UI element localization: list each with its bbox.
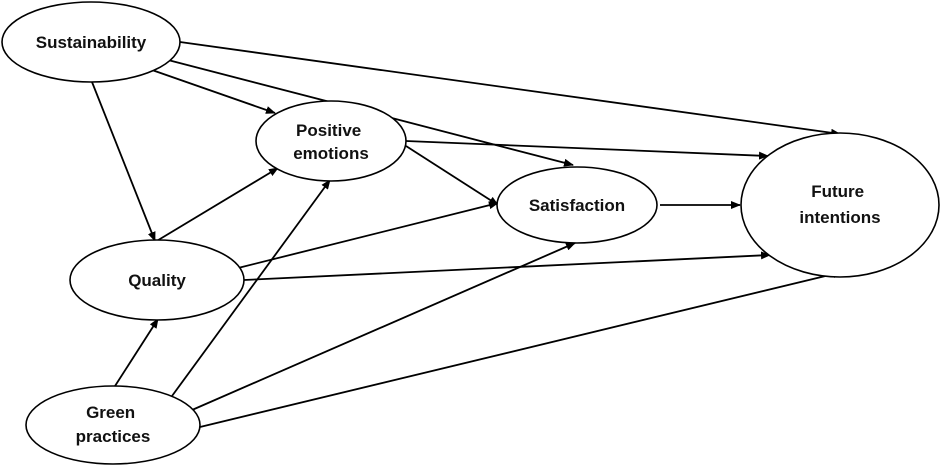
node-satisfaction-ellipse	[496, 166, 658, 244]
edges-group	[91, 41, 843, 428]
node-future-intentions-label-line1: Future	[811, 182, 864, 201]
edge-green-practices-to-quality	[114, 318, 159, 387]
node-future-intentions-label: Future intentions	[799, 182, 880, 227]
edge-positive-emotions-to-satisfaction	[405, 145, 499, 206]
edge-green-practices-to-positive-emotions	[171, 179, 331, 397]
edge-sustainability-to-quality	[91, 81, 156, 242]
node-future-intentions: Future intentions	[740, 132, 940, 278]
node-future-intentions-ellipse	[740, 132, 940, 278]
node-sustainability-ellipse	[1, 1, 181, 83]
node-positive-emotions-label-line1: Positive	[296, 121, 361, 140]
node-quality: Quality	[69, 239, 245, 321]
edge-green-practices-to-satisfaction	[191, 242, 576, 411]
node-positive-emotions: Positive emotions	[255, 100, 407, 182]
node-future-intentions-label-line2: intentions	[799, 208, 880, 227]
edge-quality-to-satisfaction	[237, 201, 499, 269]
node-green-practices: Green practices	[25, 385, 201, 465]
edge-positive-emotions-to-future-intentions	[405, 140, 769, 160]
edge-quality-to-positive-emotions	[154, 167, 279, 243]
node-positive-emotions-label: Positive emotions	[293, 121, 369, 163]
node-satisfaction-label: Satisfaction	[529, 196, 625, 215]
edge-quality-to-future-intentions	[243, 251, 771, 281]
node-quality-label: Quality	[128, 271, 186, 290]
node-green-practices-ellipse	[25, 385, 201, 465]
node-satisfaction: Satisfaction	[496, 166, 658, 244]
node-green-practices-label: Green practices	[76, 403, 151, 446]
edge-green-practices-to-future-intentions	[199, 270, 843, 428]
node-sustainability: Sustainability	[1, 1, 181, 83]
edge-sustainability-to-positive-emotions	[151, 69, 276, 114]
node-positive-emotions-ellipse	[255, 100, 407, 182]
edge-sustainability-to-future-intentions	[179, 41, 841, 137]
node-green-practices-label-line1: Green	[86, 403, 135, 422]
node-sustainability-label: Sustainability	[36, 33, 147, 52]
node-positive-emotions-label-line2: emotions	[293, 144, 369, 163]
node-green-practices-label-line2: practices	[76, 427, 151, 446]
node-quality-ellipse	[69, 239, 245, 321]
